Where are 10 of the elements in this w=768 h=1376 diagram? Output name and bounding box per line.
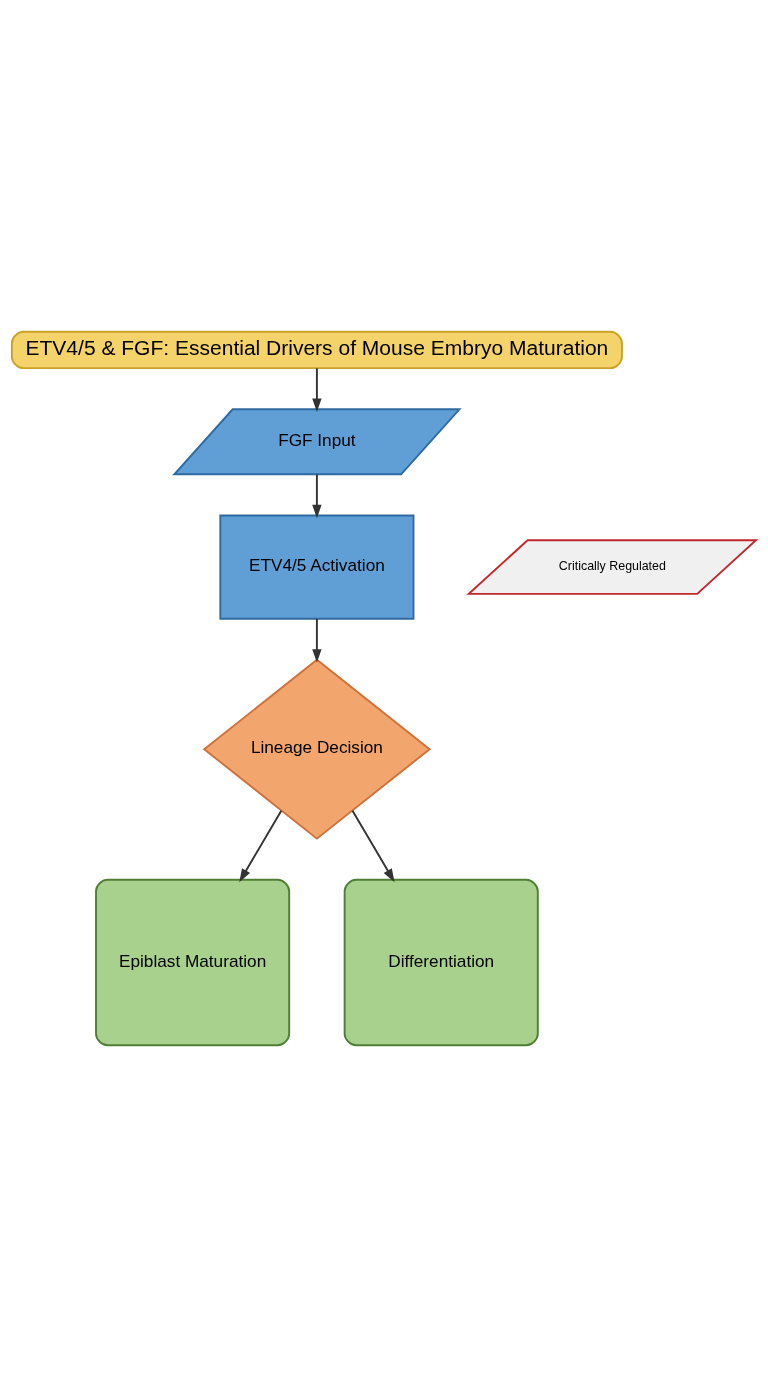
node-box: Differentiation	[343, 878, 539, 1046]
node-diamond: Lineage Decision	[202, 658, 432, 840]
arrow	[312, 617, 322, 663]
arrow	[312, 473, 322, 518]
arrow	[351, 809, 395, 882]
arrow	[312, 366, 322, 412]
node-box: Epiblast Maturation	[95, 878, 291, 1046]
node-box: ETV4/5 Activation	[219, 513, 415, 620]
arrow	[239, 809, 283, 882]
node-box: ETV4/5 & FGF: Essential Drivers of Mouse Embryo Maturation	[10, 330, 623, 369]
